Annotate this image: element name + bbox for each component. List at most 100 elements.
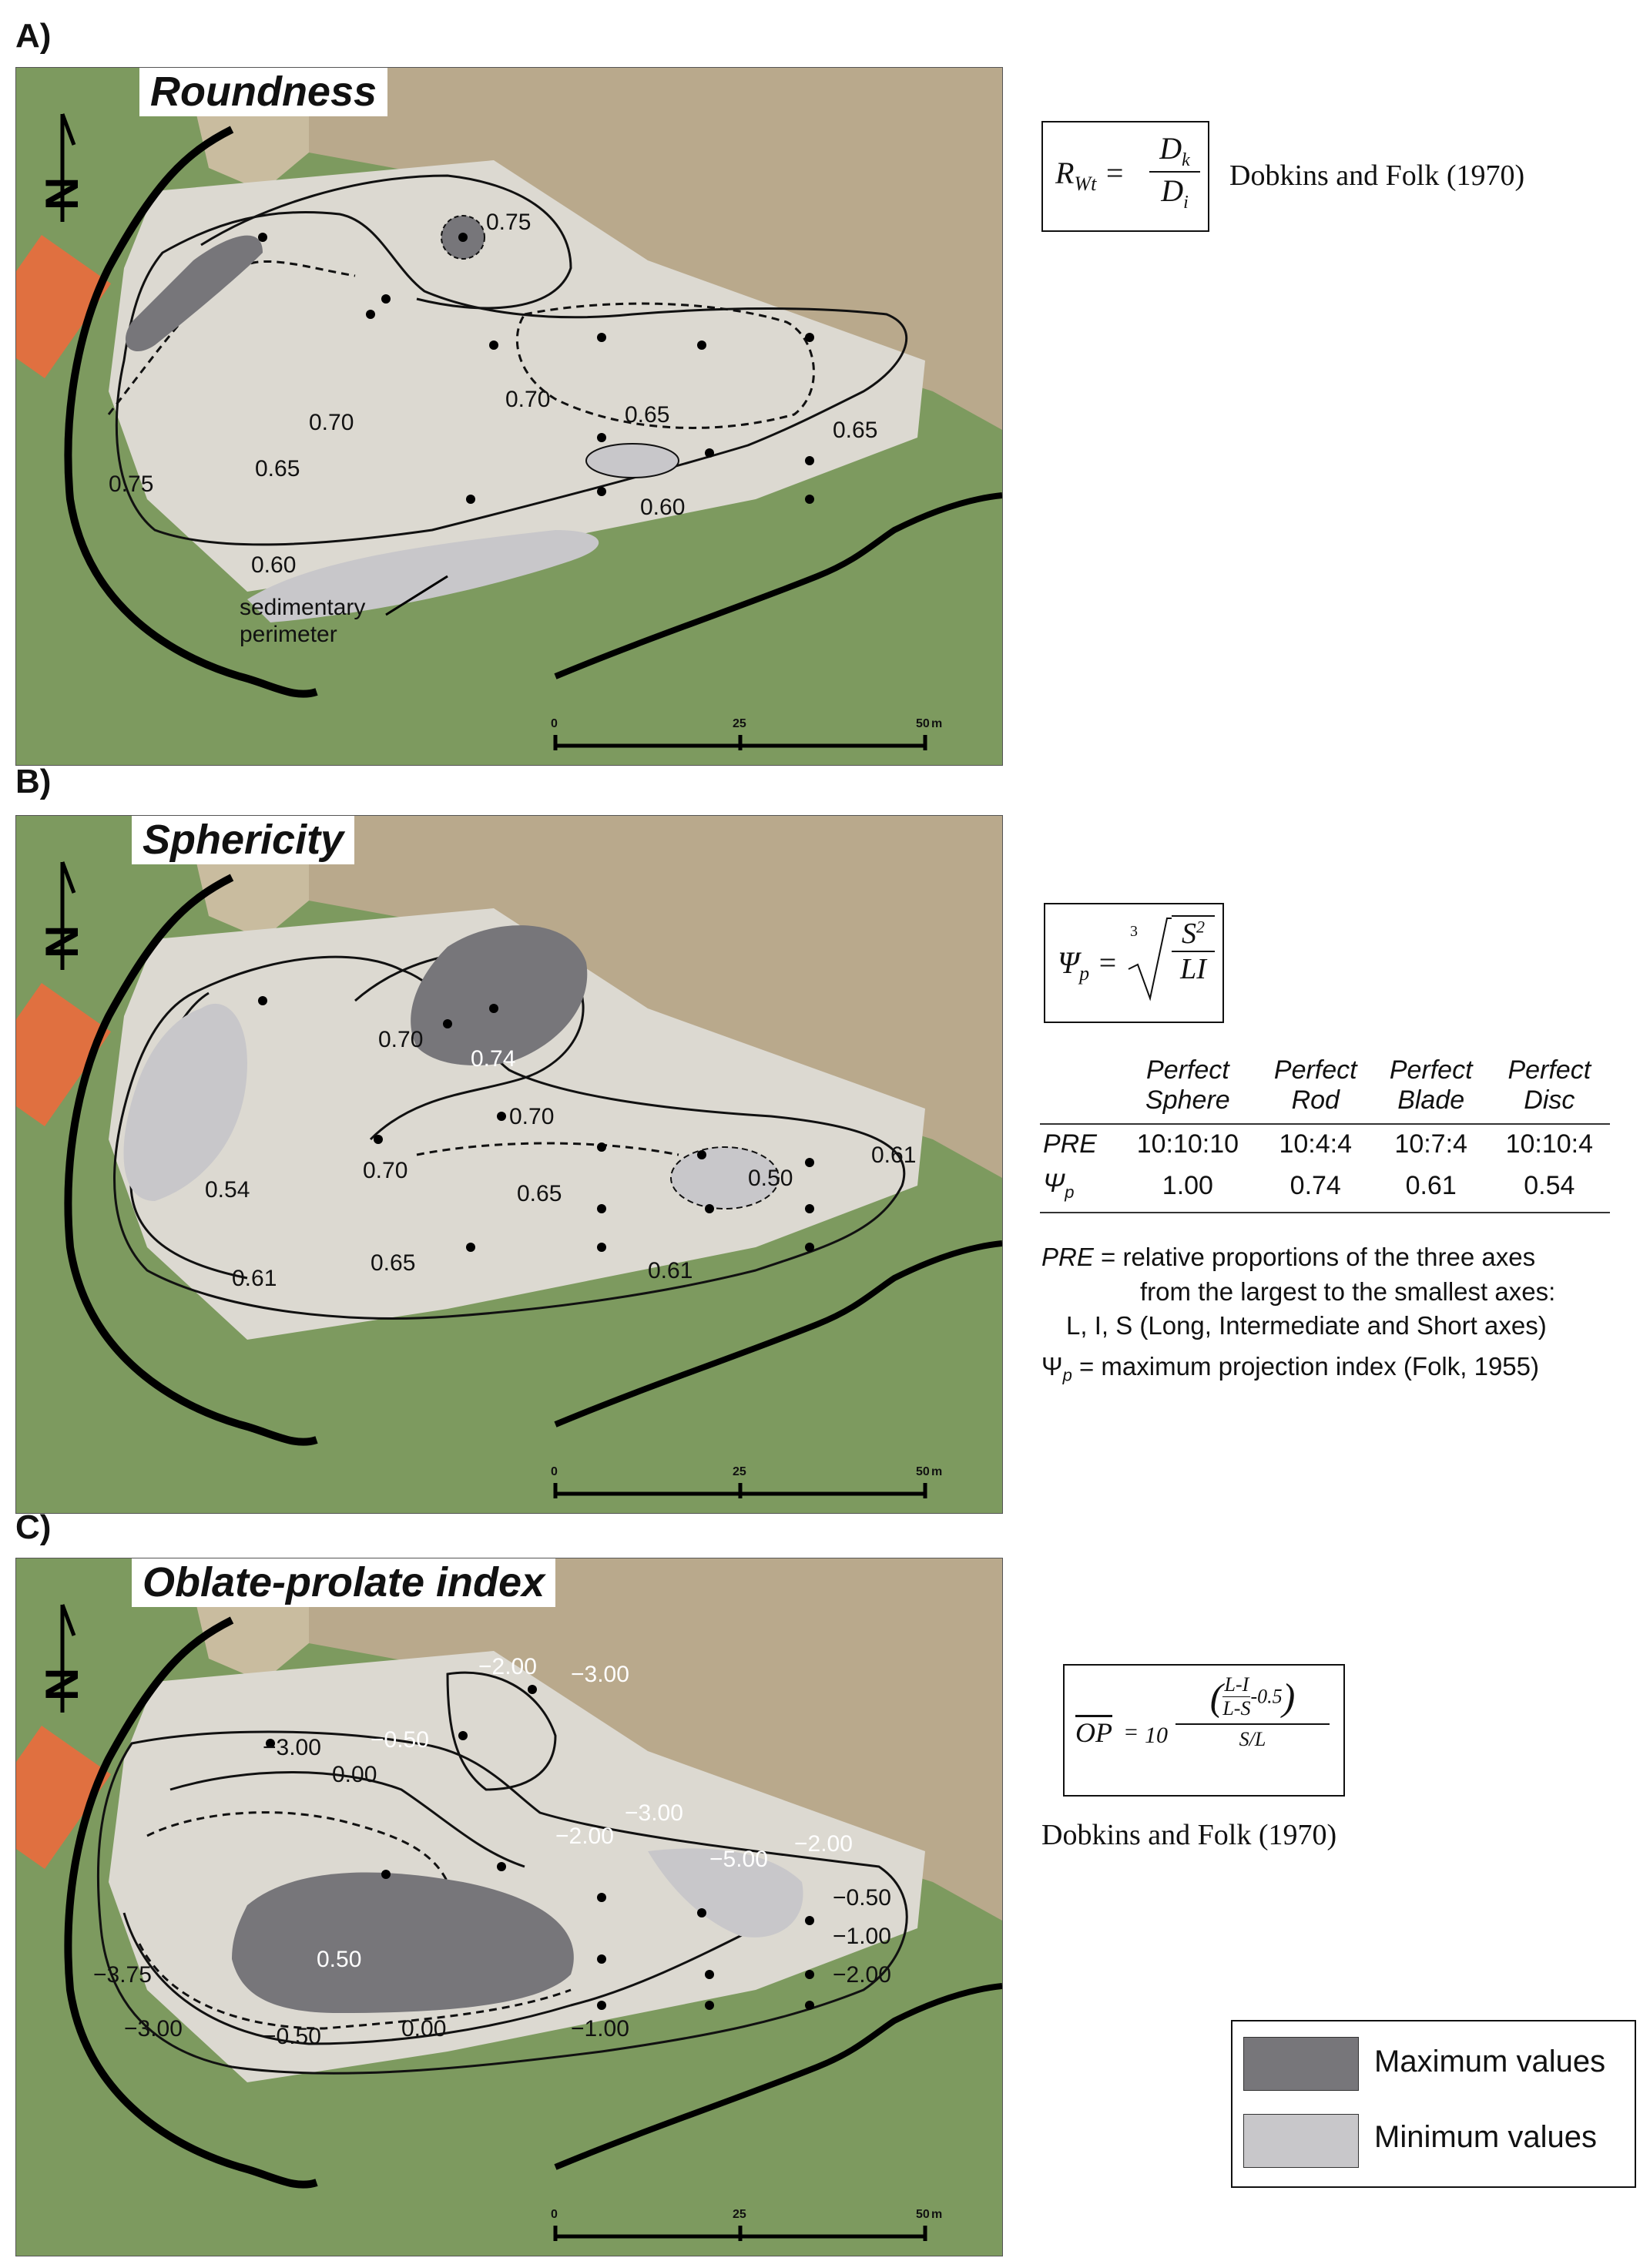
scale-tick: 0 bbox=[551, 2208, 558, 2221]
contour-label: 0.65 bbox=[371, 1250, 415, 1276]
panel-b-letter: B) bbox=[15, 763, 52, 800]
contour-label: 0.65 bbox=[625, 402, 669, 428]
contour-label: 0.00 bbox=[401, 2016, 446, 2042]
pre-term: PRE bbox=[1041, 1243, 1094, 1271]
coastline-left bbox=[64, 1616, 318, 2189]
formula-lhs-sub: p bbox=[1079, 962, 1090, 985]
panel-b-map-svg: 0.70 0.74 0.70 0.70 0.54 0.65 0.50 0.61 … bbox=[16, 816, 1002, 1513]
scale-tick: 0 bbox=[551, 1465, 558, 1478]
sample-points bbox=[266, 1685, 814, 2010]
north-label: N bbox=[36, 1668, 88, 1701]
contour-label: 0.50 bbox=[317, 1947, 361, 1972]
contour-label: 0.70 bbox=[509, 1104, 554, 1129]
psi-term: Ψ bbox=[1041, 1351, 1063, 1381]
contour-label: −0.50 bbox=[833, 1885, 891, 1911]
north-label: N bbox=[36, 925, 88, 958]
panel-b-title: Sphericity bbox=[132, 816, 355, 865]
formula-den-sub: i bbox=[1183, 193, 1189, 213]
contour-label: 0.65 bbox=[255, 456, 300, 481]
panel-a-map: 0.75 0.70 0.70 0.65 0.65 0.65 0.75 0.60 … bbox=[15, 67, 1003, 766]
contour-label: −3.00 bbox=[124, 2016, 183, 2042]
building-roof bbox=[16, 983, 112, 1126]
panel-c-title: Oblate-prolate index bbox=[132, 1558, 556, 1608]
max-area-west bbox=[125, 235, 263, 352]
psi-sub: p bbox=[1065, 1182, 1075, 1202]
formula-lhs: R bbox=[1055, 156, 1075, 190]
contour-label: 0.70 bbox=[363, 1158, 407, 1183]
contour-0-65-east bbox=[515, 302, 815, 429]
map-legend: Maximum values Minimum values bbox=[1231, 2020, 1636, 2188]
coastline-right bbox=[554, 492, 1002, 679]
formula-outer-den: S/L bbox=[1239, 1728, 1266, 1750]
contour-label: −3.75 bbox=[93, 1962, 152, 1988]
psi-text: = maximum projection index (Folk, 1955) bbox=[1071, 1351, 1539, 1381]
max-area-center bbox=[411, 925, 588, 1065]
table-cell: 0.61 bbox=[1373, 1164, 1489, 1213]
beach-sediment bbox=[109, 908, 925, 1340]
contour-label: 0.65 bbox=[833, 418, 877, 443]
roundness-formula-box: RWt = Dk Di bbox=[1041, 121, 1209, 232]
table-cell: 10:10:10 bbox=[1136, 1129, 1239, 1159]
table-header bbox=[1040, 1055, 1118, 1126]
contour-label: −2.00 bbox=[833, 1962, 891, 1988]
contour-0-65-dashed bbox=[416, 1142, 679, 1156]
contour-0-75 bbox=[200, 174, 572, 310]
contour-label: 0.70 bbox=[505, 387, 550, 412]
formula-den: LI bbox=[1180, 953, 1206, 985]
building-roof bbox=[16, 235, 112, 378]
oblate-prolate-reference: Dobkins and Folk (1970) bbox=[1041, 1819, 1337, 1851]
contour-label: −3.00 bbox=[263, 1735, 321, 1760]
pre-line2: from the largest to the smallest axes: bbox=[1140, 1277, 1556, 1306]
perimeter-annotation-line2: perimeter bbox=[240, 622, 337, 647]
panel-a-map-svg: 0.75 0.70 0.70 0.65 0.65 0.65 0.75 0.60 … bbox=[16, 68, 1002, 765]
contour-label: −2.00 bbox=[478, 1654, 537, 1679]
formula-lhs-sub: Wt bbox=[1074, 173, 1097, 195]
min-area-east bbox=[585, 443, 679, 478]
sedimentary-perimeter-line bbox=[115, 210, 908, 546]
contour-label: 0.61 bbox=[232, 1266, 277, 1291]
panel-c-map: −2.00 −3.00 −3.00 −0.50 0.00 −3.00 −2.00… bbox=[15, 1558, 1003, 2256]
table-cell: 1.00 bbox=[1117, 1164, 1258, 1213]
formula-tail: -0.5 bbox=[1250, 1685, 1283, 1708]
scale-tick: 25 bbox=[733, 717, 746, 730]
contour-label: 0.65 bbox=[517, 1181, 562, 1206]
contour-line bbox=[122, 1912, 756, 2045]
contour-line bbox=[169, 1771, 525, 1868]
min-area-east bbox=[670, 1146, 780, 1209]
legend-swatch-max bbox=[1243, 2037, 1359, 2091]
legend-swatch-min bbox=[1243, 2114, 1359, 2168]
psi-symbol: Ψ bbox=[1043, 1169, 1065, 1199]
panel-c-map-svg: −2.00 −3.00 −3.00 −0.50 0.00 −3.00 −2.00… bbox=[16, 1558, 1002, 2256]
formula-num-sup: 2 bbox=[1196, 917, 1205, 937]
formula-num: S bbox=[1182, 918, 1196, 950]
table-row: Ψp 1.00 0.74 0.61 0.54 bbox=[1040, 1164, 1610, 1213]
table-cell: 0.74 bbox=[1257, 1164, 1373, 1213]
contour-line-dashed bbox=[138, 1943, 572, 2030]
formula-num-sub: k bbox=[1182, 150, 1190, 170]
scale-bar: 0 25 50 m bbox=[551, 1465, 942, 1498]
north-arrow: N bbox=[36, 1604, 88, 1713]
beach-sediment bbox=[109, 160, 925, 592]
table-row: PRE 10:10:10 10:4:4 10:7:4 10:10:4 bbox=[1040, 1124, 1610, 1164]
pre-text: = relative proportions of the three axes bbox=[1093, 1243, 1536, 1271]
panel-b-map: 0.70 0.74 0.70 0.70 0.54 0.65 0.50 0.61 … bbox=[15, 815, 1003, 1514]
legend-label-min: Minimum values bbox=[1374, 2120, 1597, 2154]
coastline-right bbox=[554, 1240, 1002, 1428]
scale-tick: 25 bbox=[733, 1465, 746, 1478]
root-sign bbox=[1128, 918, 1172, 1001]
max-area bbox=[232, 1872, 574, 2013]
formula-num: D bbox=[1159, 131, 1182, 166]
roundness-reference: Dobkins and Folk (1970) bbox=[1229, 159, 1525, 192]
table-cell: 10:10:4 bbox=[1505, 1129, 1594, 1159]
contour-label: 0.70 bbox=[378, 1027, 423, 1052]
scale-tick: 25 bbox=[733, 2208, 746, 2221]
min-area-west bbox=[123, 1003, 247, 1201]
scale-tick: 50 bbox=[916, 1465, 930, 1478]
table-row-label: PRE bbox=[1043, 1129, 1097, 1159]
contour-line-dashed bbox=[146, 1811, 449, 1883]
panel-c-letter: C) bbox=[15, 1508, 52, 1546]
scale-bar: 0 25 50 m bbox=[551, 2208, 942, 2241]
pre-line3: L, I, S (Long, Intermediate and Short ax… bbox=[1066, 1311, 1547, 1340]
